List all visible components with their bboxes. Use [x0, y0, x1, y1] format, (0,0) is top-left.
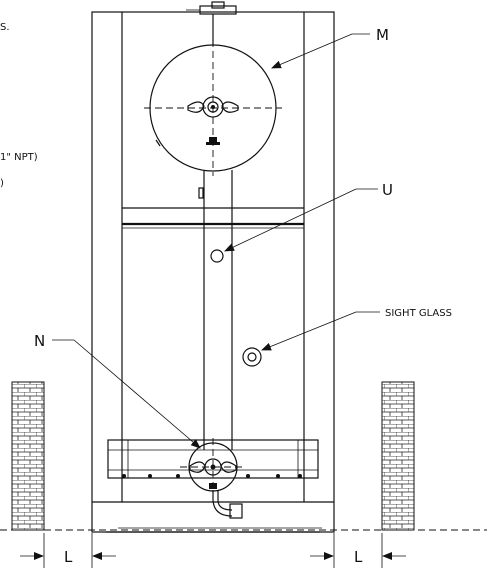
- cutoff-text-paren: ): [0, 178, 4, 189]
- callout-sight-glass: SIGHT GLASS: [261, 308, 452, 351]
- brick-pier-right: [381, 381, 415, 531]
- tank-m: [144, 14, 282, 176]
- callout-label-n: N: [34, 332, 45, 350]
- brick-pier-left: [11, 381, 45, 531]
- dim-label-l-left: L: [64, 548, 73, 566]
- callout-u: U: [224, 181, 393, 252]
- callout-m: M: [271, 26, 389, 69]
- sight-glass: [242, 347, 262, 367]
- top-valve-handle: [186, 1, 237, 15]
- cutoff-text-top: S.: [0, 22, 10, 33]
- port-u: [210, 249, 224, 263]
- bottom-fitting-n: [180, 438, 246, 519]
- cutoff-text-npt: 1" NPT): [0, 152, 38, 163]
- crossbar: [122, 207, 304, 229]
- callout-n: N: [34, 332, 201, 449]
- dimension-l-right: L: [310, 533, 406, 568]
- callout-label-m: M: [376, 26, 389, 44]
- callout-label-u: U: [382, 181, 393, 199]
- callout-label-sight-glass: SIGHT GLASS: [385, 308, 452, 319]
- dim-label-l-right: L: [354, 548, 363, 566]
- cabinet-frame: [91, 11, 335, 533]
- dimension-l-left: L: [20, 533, 116, 568]
- vertical-pipe: [198, 170, 233, 450]
